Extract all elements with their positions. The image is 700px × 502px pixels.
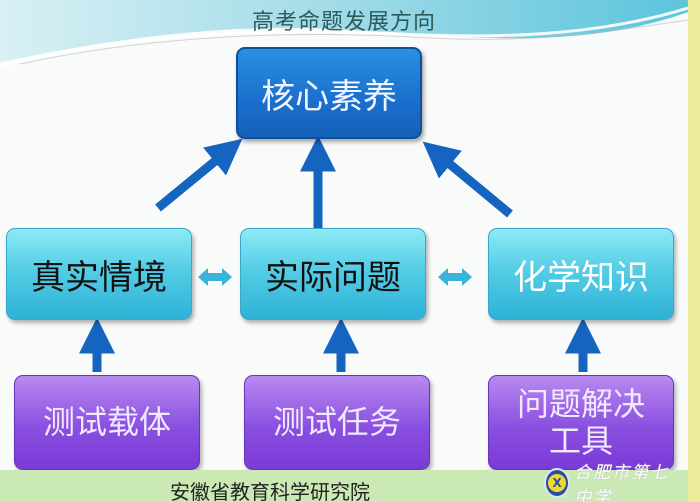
problem-solving-tool-line2: 工具 xyxy=(548,421,613,460)
test-task-box: 测试任务 xyxy=(244,375,430,470)
real-situation-box: 真实情境 xyxy=(6,228,192,320)
problem-solving-tool-line1: 问题解决 xyxy=(516,384,645,423)
double-arrow-right xyxy=(438,268,472,286)
problem-solving-tool-box: 问题解决 工具 xyxy=(488,375,674,470)
double-arrow-left xyxy=(198,268,232,286)
slide-title: 高考命题发展方向 xyxy=(251,10,436,35)
footer-band xyxy=(0,470,688,502)
arrow-up-left xyxy=(155,138,243,212)
school-watermark: X 合肥市第七中学 xyxy=(544,458,688,502)
arrow-up-right xyxy=(422,141,513,218)
footer-institution: 安徽省教育科学研究院 xyxy=(170,480,370,502)
practical-problem-box: 实际问题 xyxy=(240,228,426,320)
core-literacy-box: 核心素养 xyxy=(236,47,422,139)
school-logo-glyph: X xyxy=(548,474,567,492)
header-wave-decoration xyxy=(0,0,688,68)
chemistry-knowledge-box: 化学知识 xyxy=(488,228,674,320)
school-logo-icon: X xyxy=(544,468,571,498)
right-edge-strip xyxy=(688,0,700,502)
test-carrier-box: 测试载体 xyxy=(14,375,200,470)
school-name: 合肥市第七中学 xyxy=(574,463,670,502)
